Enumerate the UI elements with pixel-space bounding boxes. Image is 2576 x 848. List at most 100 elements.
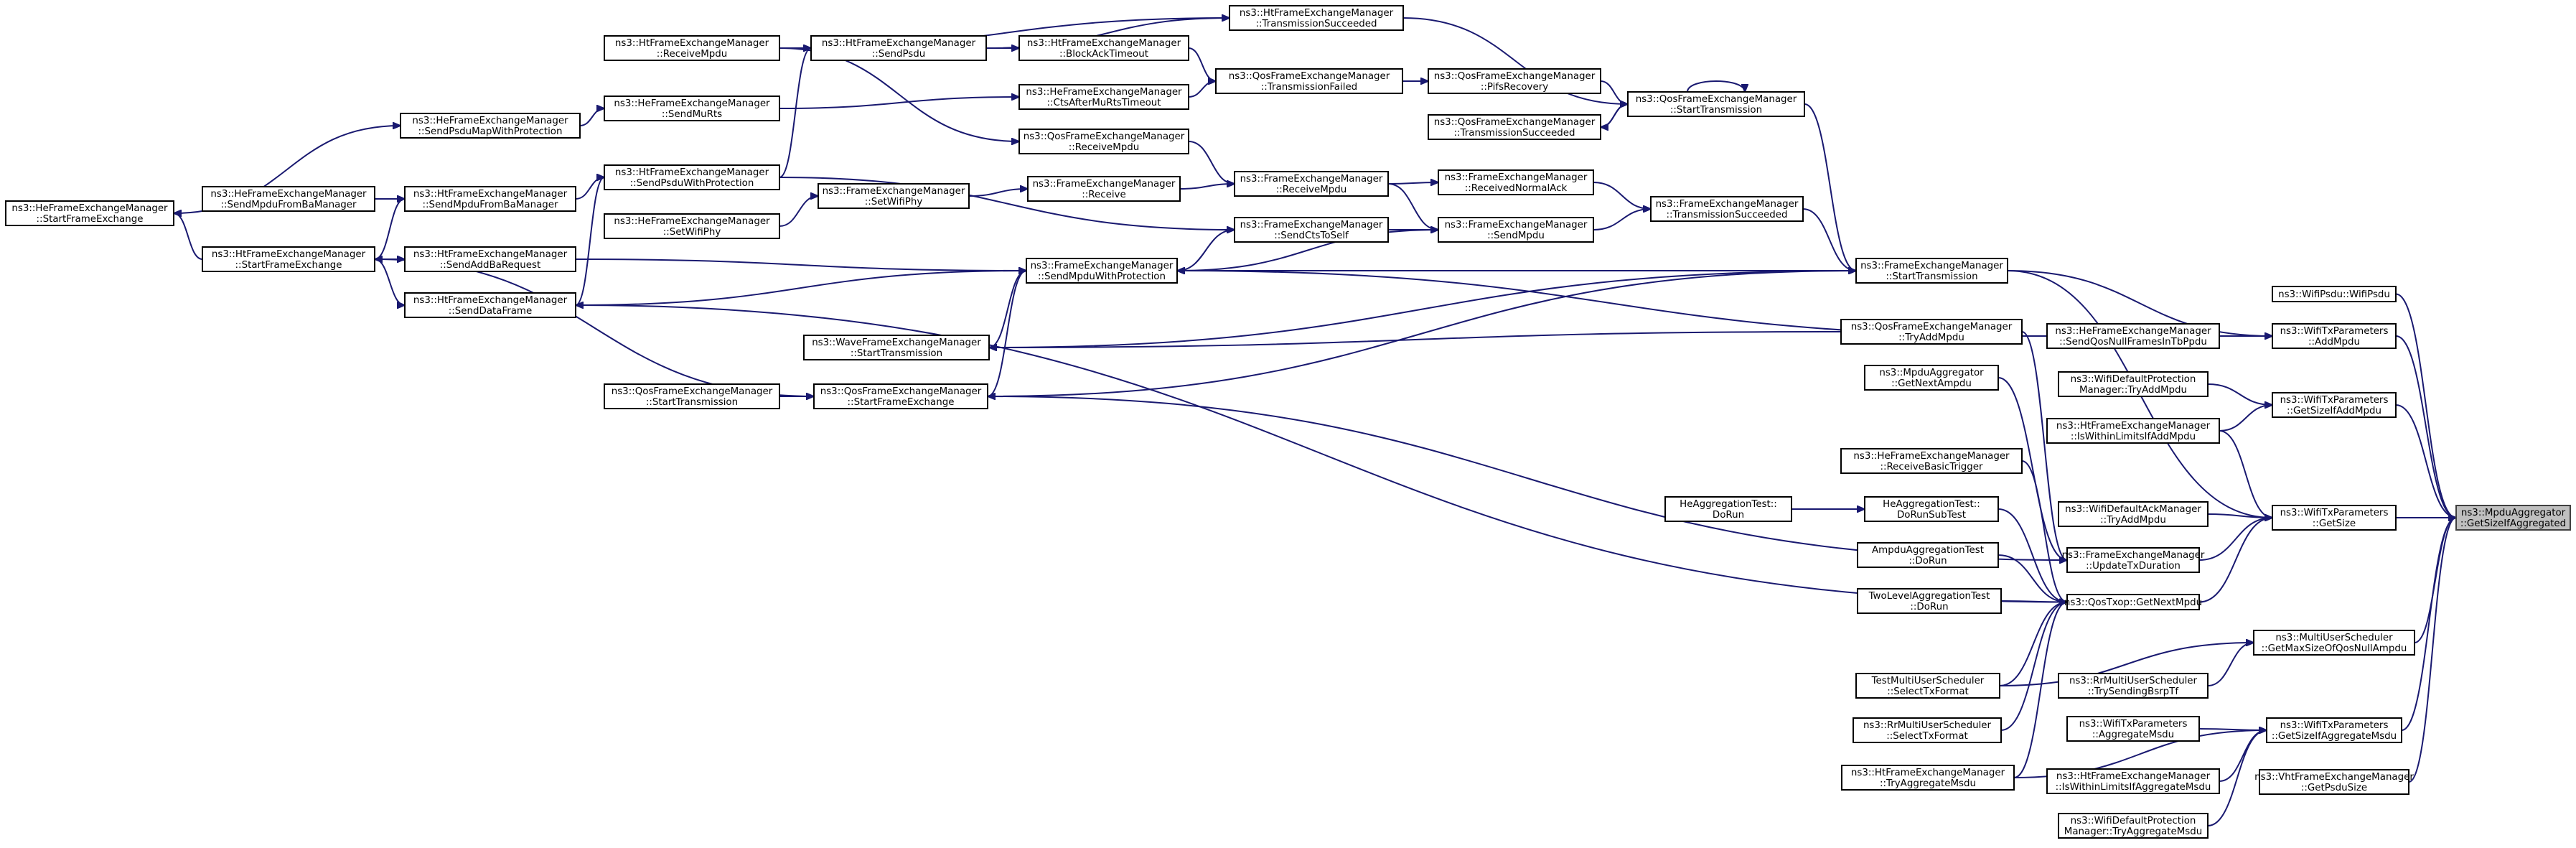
node-ns3-frameexchangemanager-starttransmission[interactable]: ns3::FrameExchangeManager::StartTransmis…	[1855, 258, 2008, 284]
node-ns3-waveframeexchangemanager-starttransmission[interactable]: ns3::WaveFrameExchangeManager::StartTran…	[803, 335, 990, 360]
node-testmultiuserscheduler-selecttxformat[interactable]: TestMultiUserScheduler::SelectTxFormat	[1855, 673, 2000, 699]
node-ns3-htframeexchangemanager-blockacktimeout[interactable]: ns3::HtFrameExchangeManager::BlockAckTim…	[1018, 35, 1189, 61]
node-box	[604, 95, 780, 121]
node-label-line: ::SendPsduMapWithProtection	[418, 126, 563, 137]
node-ns3-heframeexchangemanager-sendmpdufrombamanager[interactable]: ns3::HeFrameExchangeManager::SendMpduFro…	[202, 186, 375, 212]
node-label-line: ::SetWifiPhy	[663, 227, 721, 238]
node-ns3-heframeexchangemanager-startframeexchange[interactable]: ns3::HeFrameExchangeManager::StartFrameE…	[5, 200, 174, 226]
edge-self-loop	[1687, 80, 1745, 92]
edge-qos_rxmpdu-to-fem_rxmpdu	[1188, 141, 1235, 184]
edge-testmu-to-qostxop	[1999, 602, 2067, 686]
node-label-line: TestMultiUserScheduler	[1871, 676, 1985, 686]
node-ns3-wifidefaultackmanager-tryaddmpdu[interactable]: ns3::WifiDefaultAckManager::TryAddMpdu	[2058, 501, 2209, 527]
node-box	[1018, 84, 1189, 110]
edge-fem_txsucc-to-fem_start	[1802, 208, 1856, 271]
node-twolevelaggregationtest-dorun[interactable]: TwoLevelAggregationTest::DoRun	[1857, 588, 2002, 614]
node-ns3-heframeexchangemanager-setwifiphy[interactable]: ns3::HeFrameExchangeManager::SetWifiPhy	[604, 213, 780, 239]
node-ns3-frameexchangemanager-updatetxduration[interactable]: ns3::FrameExchangeManager::UpdateTxDurat…	[2062, 547, 2205, 573]
node-box	[2272, 323, 2397, 349]
node-ns3-htframeexchangemanager-sendmpdufrombamanager[interactable]: ns3::HtFrameExchangeManager::SendMpduFro…	[404, 186, 576, 212]
node-ns3-vhtframeexchangemanager-getpsdusize[interactable]: ns3::VhtFrameExchangeManager::GetPsduSiz…	[2254, 769, 2414, 795]
node-box	[2259, 769, 2409, 795]
node-label-line: ::GetSizeIfAddMpdu	[2287, 406, 2381, 416]
edge-rr_trysend-to-maxqos	[2207, 643, 2254, 686]
edge-ht_txsucc-to-qos_starttx	[1402, 17, 1628, 104]
node-ns3-htframeexchangemanager-tryaggregatemsdu[interactable]: ns3::HtFrameExchangeManager::TryAggregat…	[1841, 765, 2015, 791]
node-ns3-wifitxparameters-getsizeifaddmpdu[interactable]: ns3::WifiTxParameters::GetSizeIfAddMpdu	[2272, 392, 2397, 418]
node-ns3-frameexchangemanager-setwifiphy[interactable]: ns3::FrameExchangeManager::SetWifiPhy	[818, 183, 970, 209]
node-ns3-wifidefaultprotection-manager-tryaggregatemsdu[interactable]: ns3::WifiDefaultProtectionManager::TryAg…	[2058, 813, 2209, 839]
node-ns3-qosframeexchangemanager-tryaddmpdu[interactable]: ns3::QosFrameExchangeManager::TryAddMpdu	[1840, 319, 2023, 345]
node-ns3-frameexchangemanager-transmissionsucceeded[interactable]: ns3::FrameExchangeManager::TransmissionS…	[1650, 196, 1804, 222]
node-ns3-wifitxparameters-getsizeifaggregatemsdu[interactable]: ns3::WifiTxParameters::GetSizeIfAggregat…	[2266, 717, 2402, 743]
node-ns3-htframeexchangemanager-startframeexchange[interactable]: ns3::HtFrameExchangeManager::StartFrameE…	[202, 246, 375, 272]
edge-def_tryadd-to-getsizeadd	[2207, 383, 2272, 405]
node-ns3-frameexchangemanager-receivednormalack[interactable]: ns3::FrameExchangeManager::ReceivedNorma…	[1438, 169, 1594, 195]
edge-heagg_sub-to-qostxop	[1997, 508, 2067, 602]
node-ns3-frameexchangemanager-receive[interactable]: ns3::FrameExchangeManager::Receive	[1027, 176, 1181, 202]
edge-qostxop-to-getsize	[2198, 518, 2272, 603]
node-box	[1234, 171, 1389, 197]
node-ns3-qosframeexchangemanager-receivempdu[interactable]: ns3::QosFrameExchangeManager::ReceiveMpd…	[1018, 129, 1189, 154]
node-label-line: ::SendCtsToSelf	[1274, 230, 1349, 241]
edge-mpduagg_next-to-fem_update	[1997, 377, 2067, 560]
node-label-line: ns3::FrameExchangeManager	[823, 186, 965, 197]
node-ns3-wifipsdu-wifipsdu[interactable]: ns3::WifiPsdu::WifiPsdu	[2272, 286, 2397, 302]
node-ns3-heframeexchangemanager-sendpsdumapwithprotection[interactable]: ns3::HeFrameExchangeManager::SendPsduMap…	[400, 113, 581, 139]
node-ns3-frameexchangemanager-sendmpduwithprotection[interactable]: ns3::FrameExchangeManager::SendMpduWithP…	[1026, 258, 1178, 284]
node-box	[2253, 630, 2415, 656]
edge-vhtppdu-to-target	[2408, 518, 2456, 783]
node-ns3-wifitxparameters-getsize[interactable]: ns3::WifiTxParameters::GetSize	[2272, 505, 2397, 531]
node-ampduaggregationtest-dorun[interactable]: AmpduAggregationTest::DoRun	[1857, 542, 1999, 568]
node-ns3-mpduaggregator-getnextampdu[interactable]: ns3::MpduAggregator::GetNextAmpdu	[1864, 365, 1999, 391]
node-label-line: ::DoRun	[1910, 602, 1948, 612]
node-label-line: ns3::WifiTxParameters	[2280, 720, 2389, 731]
node-label-line: ns3::HtFrameExchangeManager	[2056, 771, 2211, 782]
node-ns3-heframeexchangemanager-sendmurts[interactable]: ns3::HeFrameExchangeManager::SendMuRts	[604, 95, 780, 121]
node-ns3-heframeexchangemanager-receivebasictrigger[interactable]: ns3::HeFrameExchangeManager::ReceiveBasi…	[1840, 448, 2023, 474]
node-ns3-htframeexchangemanager-senddataframe[interactable]: ns3::HtFrameExchangeManager::SendDataFra…	[404, 292, 576, 318]
node-ns3-htframeexchangemanager-iswithinlimitsifaggregatemsdu[interactable]: ns3::HtFrameExchangeManager::IsWithinLim…	[2046, 768, 2220, 794]
node-label-line: ::AggregateMsdu	[2092, 730, 2174, 740]
node-ns3-qosframeexchangemanager-startframeexchange[interactable]: ns3::QosFrameExchangeManager::StartFrame…	[813, 383, 988, 409]
node-ns3-heframeexchangemanager-ctsaftermurtstimeout[interactable]: ns3::HeFrameExchangeManager::CtsAfterMuR…	[1018, 84, 1189, 110]
node-ns3-htframeexchangemanager-receivempdu[interactable]: ns3::HtFrameExchangeManager::ReceiveMpdu	[604, 35, 780, 61]
node-ns3-htframeexchangemanager-transmissionsucceeded[interactable]: ns3::HtFrameExchangeManager::Transmissio…	[1229, 5, 1404, 31]
node-label-line: ns3::WaveFrameExchangeManager	[812, 337, 981, 348]
node-ns3-htframeexchangemanager-sendaddbarequest[interactable]: ns3::HtFrameExchangeManager::SendAddBaRe…	[404, 246, 576, 272]
edge-fem_start-to-qos_startfe	[988, 270, 1857, 396]
node-ns3-qosframeexchangemanager-transmissionfailed[interactable]: ns3::QosFrameExchangeManager::Transmissi…	[1215, 68, 1403, 94]
node-ns3-qosframeexchangemanager-pifsrecovery[interactable]: ns3::QosFrameExchangeManager::PifsRecove…	[1428, 68, 1601, 94]
edge-qos_tryadd-to-fem_update	[2021, 331, 2067, 560]
node-ns3-frameexchangemanager-sendctstoself[interactable]: ns3::FrameExchangeManager::SendCtsToSelf	[1234, 217, 1389, 243]
node-ns3-qosframeexchangemanager-starttransmission[interactable]: ns3::QosFrameExchangeManager::StartTrans…	[1627, 91, 1805, 117]
node-label-line: ::ReceiveMpdu	[657, 49, 728, 60]
node-ns3-wifitxparameters-aggregatemsdu[interactable]: ns3::WifiTxParameters::AggregateMsdu	[2066, 716, 2200, 742]
node-ns3-frameexchangemanager-sendmpdu[interactable]: ns3::FrameExchangeManager::SendMpdu	[1438, 217, 1594, 243]
node-ns3-qosframeexchangemanager-transmissionsucceeded[interactable]: ns3::QosFrameExchangeManager::Transmissi…	[1428, 114, 1601, 140]
node-ns3-multiuserscheduler-getmaxsizeofqosnullampdu[interactable]: ns3::MultiUserScheduler::GetMaxSizeOfQos…	[2253, 630, 2415, 656]
node-label-line: ::SendMpduWithProtection	[1038, 271, 1166, 282]
edge-he_psdumap-to-he_mrts	[579, 108, 604, 126]
node-ns3-htframeexchangemanager-sendpsdu[interactable]: ns3::HtFrameExchangeManager::SendPsdu	[810, 35, 987, 61]
node-ns3-htframeexchangemanager-iswithinlimitsifaddmpdu[interactable]: ns3::HtFrameExchangeManager::IsWithinLim…	[2046, 418, 2220, 444]
node-box	[1840, 448, 2023, 474]
node-label-line: ns3::WifiDefaultAckManager	[2065, 504, 2201, 515]
node-ns3-qosframeexchangemanager-starttransmission[interactable]: ns3::QosFrameExchangeManager::StartTrans…	[604, 383, 780, 409]
node-box	[2066, 547, 2200, 573]
node-heaggregationtest-dorunsubtest[interactable]: HeAggregationTest::DoRunSubTest	[1864, 496, 1999, 522]
node-heaggregationtest-dorun[interactable]: HeAggregationTest::DoRun	[1664, 496, 1792, 522]
edge-def_tryaggmsdu-to-sizeaggmsdu	[2207, 730, 2267, 826]
node-ns3-htframeexchangemanager-sendpsduwithprotection[interactable]: ns3::HtFrameExchangeManager::SendPsduWit…	[604, 164, 780, 190]
edge-fem_sendmpdu-to-fem_txsucc	[1593, 209, 1651, 230]
node-label-line: ::TransmissionSucceeded	[1667, 210, 1788, 220]
node-ns3-rrmultiuserscheduler-selecttxformat[interactable]: ns3::RrMultiUserScheduler::SelectTxForma…	[1853, 717, 2002, 743]
node-ns3-heframeexchangemanager-sendqosnullframesintbppdu[interactable]: ns3::HeFrameExchangeManager::SendQosNull…	[2046, 323, 2220, 349]
node-ns3-qostxop-getnextmpdu[interactable]: ns3::QosTxop::GetNextMpdu	[2064, 594, 2202, 610]
node-ns3-frameexchangemanager-receivempdu[interactable]: ns3::FrameExchangeManager::ReceiveMpdu	[1234, 171, 1389, 197]
node-ns3-rrmultiuserscheduler-trysendingbsrptf[interactable]: ns3::RrMultiUserScheduler::TrySendingBsr…	[2058, 673, 2209, 699]
node-label-line: ::GetSize	[2313, 518, 2356, 529]
node-ns3-wifidefaultprotection-manager-tryaddmpdu[interactable]: ns3::WifiDefaultProtectionManager::TryAd…	[2058, 371, 2209, 397]
node-ns3-wifitxparameters-addmpdu[interactable]: ns3::WifiTxParameters::AddMpdu	[2272, 323, 2397, 349]
node-ns3-mpduaggregator-getsizeifaggregated[interactable]: ns3::MpduAggregator::GetSizeIfAggregated	[2455, 505, 2571, 531]
